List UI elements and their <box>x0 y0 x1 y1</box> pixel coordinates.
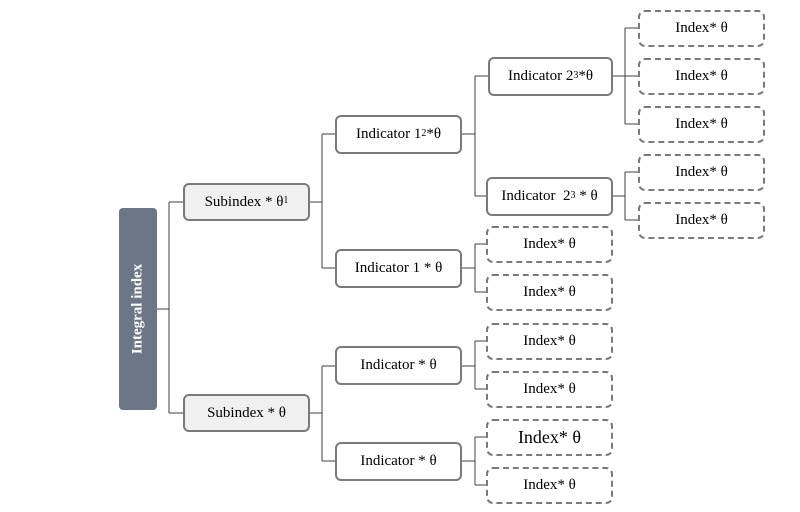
index-label: Index* θ <box>523 236 576 252</box>
index-node: Index* θ <box>486 323 613 360</box>
indicator-1-squared-suffix: *θ <box>426 126 442 142</box>
subindex-2-node: Subindex * θ <box>183 394 310 432</box>
index-node: Index* θ <box>638 154 765 191</box>
index-label: Index* θ <box>523 477 576 493</box>
index-label: Index* θ <box>675 116 728 132</box>
index-node: Index* θ <box>638 106 765 143</box>
integral-index-label: Integral index <box>129 263 146 355</box>
indicator-2-cubed-bottom-suffix: * θ <box>575 188 598 204</box>
index-label: Index* θ <box>523 381 576 397</box>
subindex-2-label: Subindex * θ <box>207 404 286 421</box>
index-label: Index* θ <box>523 333 576 349</box>
integral-index-node: Integral index <box>119 208 157 410</box>
index-node: Index* θ <box>486 274 613 311</box>
indicator-1-node: Indicator 1 * θ <box>335 249 462 288</box>
index-label: Index* θ <box>675 164 728 180</box>
indicator-2-cubed-top-label: Indicator 2 <box>507 68 574 84</box>
indicator-upper-label: Indicator * θ <box>360 357 437 373</box>
indicator-lower-label: Indicator * θ <box>360 453 437 469</box>
subindex-1-label: Subindex * θ <box>204 193 284 210</box>
index-node: Index* θ <box>486 371 613 408</box>
index-node: Index* θ <box>638 10 765 47</box>
indicator-lower-node: Indicator * θ <box>335 442 462 481</box>
indicator-2-cubed-top-suffix: *θ <box>578 68 594 84</box>
index-node: Index* θ <box>486 419 613 456</box>
index-label: Index* θ <box>523 284 576 300</box>
index-node: Index* θ <box>638 202 765 239</box>
index-node: Index* θ <box>486 467 613 504</box>
indicator-1-squared-label: Indicator 1 <box>355 126 422 142</box>
indicator-1-label: Indicator 1 * θ <box>354 260 443 276</box>
index-label: Index* θ <box>675 68 728 84</box>
index-label: Index* θ <box>675 20 728 36</box>
indicator-upper-node: Indicator * θ <box>335 346 462 385</box>
index-label: Index* θ <box>675 212 728 228</box>
indicator-2-cubed-bottom-label: Indicator 2 <box>501 188 571 204</box>
index-label: Index* θ <box>517 427 582 447</box>
index-node: Index* θ <box>638 58 765 95</box>
index-node: Index* θ <box>486 226 613 263</box>
